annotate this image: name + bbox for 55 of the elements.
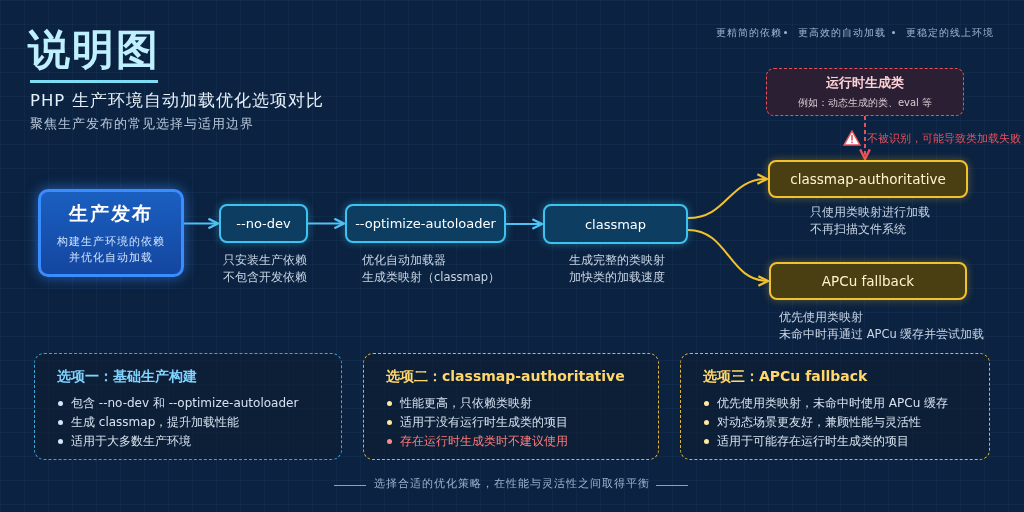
- box-title: 运行时生成类: [826, 74, 904, 92]
- card-heading: 选项一：基础生产构建: [57, 368, 198, 386]
- option-card: [363, 353, 659, 460]
- node-caption: 只使用类映射进行加载: [810, 204, 930, 221]
- bullet-text: 包含 --no-dev 和 --optimize-autoloader: [71, 396, 299, 410]
- process-box: [38, 189, 184, 277]
- bullet-text: 适用于大多数生产环境: [71, 434, 191, 448]
- node-caption: 优化自动加载器: [362, 252, 447, 269]
- card-heading: 选项二：classmap-authoritative: [386, 368, 626, 386]
- subtitle: PHP 生产环境自动加载优化选项对比: [30, 90, 324, 112]
- warning-box: [766, 68, 964, 116]
- tagline-text: 更精简的依赖: [716, 26, 782, 40]
- edge-label: 不被识别，可能导致类加载失败: [867, 131, 1021, 146]
- box-title: --no-dev: [236, 216, 291, 231]
- node-caption: 优先使用类映射: [779, 309, 864, 326]
- option-card: [680, 353, 990, 460]
- node-caption: 未命中时再通过 APCu 缓存并尝试加载: [779, 326, 985, 343]
- box-title: 生产发布: [69, 201, 153, 226]
- node-caption: 只安装生产依赖: [223, 252, 307, 269]
- arrow: [307, 217, 346, 230]
- arrow: [183, 217, 220, 230]
- node-caption: 生成类映射（classmap）: [362, 269, 501, 286]
- tagline-text: 更稳定的线上环境: [906, 26, 994, 40]
- box-text: 例如：动态生成的类、eval 等: [797, 96, 933, 110]
- bullet-text: 对动态场景更友好，兼顾性能与灵活性: [717, 415, 921, 429]
- title-heading: 说明图: [28, 24, 160, 76]
- node-caption: 加快类的加载速度: [569, 269, 665, 286]
- option-card: [34, 353, 342, 460]
- option-box: [768, 160, 968, 198]
- bullet-text: 适用于没有运行时生成类的项目: [400, 415, 568, 429]
- arrow: [859, 115, 871, 161]
- node-caption: 生成完整的类映射: [569, 252, 665, 269]
- bullet-text: 生成 classmap，提升加载性能: [71, 415, 240, 429]
- box-title: APCu fallback: [821, 273, 915, 289]
- arrow: [505, 218, 544, 230]
- arrow: [687, 173, 769, 219]
- tagline-text: 更高效的自动加载: [798, 26, 886, 40]
- process-box: [345, 204, 506, 243]
- box-text: 构建生产环境的依赖并优化自动加载: [56, 234, 166, 265]
- bullet-text: 性能更高，只依赖类映射: [400, 396, 532, 410]
- bullet-text: 适用于可能存在运行时生成类的项目: [717, 434, 909, 448]
- footer-note: 选择合适的优化策略，在性能与灵活性之间取得平衡: [374, 477, 650, 491]
- node-caption: 不包含开发依赖: [223, 269, 307, 286]
- box-title: classmap-authoritative: [790, 171, 946, 187]
- process-box: [543, 204, 688, 244]
- box-title: --optimize-autoloader: [355, 216, 496, 231]
- node-caption: 不再扫描文件系统: [810, 221, 907, 238]
- arrow: [687, 229, 770, 286]
- card-heading: 选项三：APCu fallback: [703, 368, 869, 386]
- subtitle: 聚焦生产发布的常见选择与适用边界: [30, 115, 254, 133]
- option-box: [769, 262, 967, 300]
- process-box: [219, 204, 308, 243]
- box-title: classmap: [584, 216, 647, 232]
- bullet-text: 存在运行时生成类时不建议使用: [400, 434, 568, 448]
- bullet-text: 优先使用类映射，未命中时使用 APCu 缓存: [717, 396, 949, 410]
